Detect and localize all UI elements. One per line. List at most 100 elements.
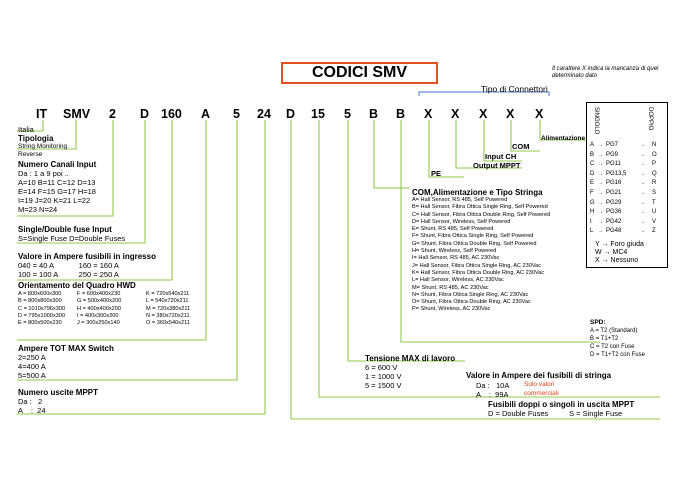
legend-pg-size: PG11 xyxy=(606,161,621,168)
orientamento-item: N = 380x720x211 xyxy=(146,312,190,319)
code-segment: 15 xyxy=(311,107,325,121)
com-item: L= Hall Sensor, Wireless, AC 230Vac xyxy=(412,277,504,284)
legend-col-singolo: SINGOLO xyxy=(593,107,599,135)
spd-title: SPD: xyxy=(590,319,606,326)
code-segment: D xyxy=(286,107,296,121)
code-segment: X xyxy=(424,107,433,121)
arrow-right-icon: → xyxy=(640,161,645,168)
arrow-right-icon: → xyxy=(598,161,603,168)
single-double-section: Single/Double fuse Input S=Single Fuse D… xyxy=(18,225,125,243)
com-item: I= Hall Sensor, RS 485, AC 230Vac xyxy=(412,255,500,262)
orientamento-item: G = 500x400x200 xyxy=(77,298,122,305)
legend-double-code: P xyxy=(652,161,657,168)
tensione-line: 5 = 1500 V xyxy=(365,381,402,390)
tipologia-section: Tipologia String Monitoring Reverse xyxy=(18,134,67,159)
arrow-right-icon: → xyxy=(640,228,645,235)
spd-item: D = T1+T2 con Fuse xyxy=(590,352,645,358)
orientamento-item: D = 795x1000x300 xyxy=(18,312,66,319)
legend-col-doppio: DOPPIO xyxy=(647,107,653,131)
legend-row: G→PG29→T xyxy=(590,199,666,209)
numero-uscite-title: Numero uscite MPPT xyxy=(18,388,99,397)
orientamento-item: L = 540x720x211 xyxy=(146,298,189,305)
numero-canali-line: E=14 F=15 G=17 H=18 xyxy=(18,187,96,196)
connector-type-label: Tipo di Connettori xyxy=(481,84,548,94)
page-title: CODICI SMV xyxy=(281,62,438,84)
legend-row: E→PG16→R xyxy=(590,179,666,189)
com-item: A= Hall Sensor, RS 485, Self Powered xyxy=(412,197,508,203)
legend-pg-size: PG9 xyxy=(606,151,619,158)
numero-canali-line: M=23 N=24 xyxy=(18,205,58,214)
arrow-right-icon: → xyxy=(598,180,603,187)
legend-single-code: A xyxy=(590,142,595,148)
ampere-tot-title: Ampere TOT MAX Switch xyxy=(18,344,114,353)
arrow-right-icon: → xyxy=(640,180,645,187)
legend-pg-size: PG21 xyxy=(606,189,622,196)
legend-pg-size: PG16 xyxy=(606,180,622,187)
legend-foot-item: W → MC4 xyxy=(595,249,628,256)
com-item: B= Hall Sensor, Fibra Ottica Single Ring… xyxy=(412,204,548,211)
arrow-right-icon: → xyxy=(640,218,645,225)
arrow-right-icon: → xyxy=(598,170,603,177)
legend-pg-size: PG29 xyxy=(606,199,622,206)
valore-ampere-line: 040 = 40 A 160 = 160 A xyxy=(18,261,119,270)
code-segment: B xyxy=(396,107,406,121)
orientamento-item: O = 360x540x211 xyxy=(146,320,190,327)
orientamento-item: I = 400x300x200 xyxy=(77,312,119,319)
com-section: COM,Alimentazione e Tipo Stringa A= Hall… xyxy=(412,188,550,314)
orientamento-item: F = 600x400x230 xyxy=(77,291,121,297)
orientamento-item: K = 720x540x211 xyxy=(146,291,190,297)
com-item: J= Hall Sensor, Fibra Ottica Single Ring… xyxy=(412,262,542,269)
orientamento-item: M = 720x380x211 xyxy=(146,305,191,312)
code-segment: IT xyxy=(36,107,48,121)
valore-ampere-section: Valore in Ampere fusibili in ingresso 04… xyxy=(18,252,156,279)
com-item: G= Shunt, Fibra Ottica Double Ring, Self… xyxy=(412,240,537,247)
legend-double-code: Z xyxy=(652,228,656,235)
arrow-right-icon: → xyxy=(640,199,645,206)
code-segment: B xyxy=(369,107,379,121)
arrow-right-icon: → xyxy=(598,142,603,148)
orientamento-item: A = 800x600x300 xyxy=(18,291,62,297)
fusibili-uscita-line: D = Double Fuses S = Single Fuse xyxy=(488,409,623,418)
legend-row: F→PG21→S xyxy=(590,189,666,199)
code-segment: 2 xyxy=(109,107,116,121)
numero-uscite-section: Numero uscite MPPT Da : 2 A : 24 xyxy=(18,388,98,415)
numero-canali-line: A=10 B=11 C=12 D=13 xyxy=(18,178,96,187)
legend-pg-size: PG42 xyxy=(606,218,622,225)
legend-row: B→PG9→O xyxy=(590,151,666,161)
label-input-ch: Input CH xyxy=(485,152,517,161)
com-item: D= Hall Sensor, Wireless, Self Powered xyxy=(412,218,511,225)
fusibili-uscita-title: Fusibili doppi o singoli in uscita MPPT xyxy=(488,400,635,409)
code-segment: X xyxy=(535,107,544,121)
spd-item: B = T1+T2 xyxy=(590,336,619,342)
legend-single-code: L xyxy=(590,228,594,235)
legend-single-code: E xyxy=(590,180,595,187)
orientamento-col: F = 600x400x230 G = 500x400x200 H = 400x… xyxy=(77,291,121,327)
legend-single-code: B xyxy=(590,151,595,158)
ampere-tot-line: 2=250 A xyxy=(18,353,46,362)
orientamento-item: C = 1010x796x300 xyxy=(18,305,66,312)
legend-note: Il carattere X indica la mancanza di que… xyxy=(552,66,659,79)
legend-double-code: N xyxy=(652,142,657,148)
ampere-tot-line: 5=500 A xyxy=(18,371,46,380)
legend-row: L→PG48→Z xyxy=(590,227,666,237)
com-item: M= Shunt, RS 485, AC 230Vac xyxy=(412,284,489,291)
legend-pg-size: PG7 xyxy=(606,142,619,148)
legend-double-code: R xyxy=(652,180,657,187)
legend-double-code: U xyxy=(652,209,657,216)
com-item: N= Shunt, Fibra Ottica Single Ring, AC 2… xyxy=(412,291,529,298)
legend-single-code: F xyxy=(590,189,594,196)
tensione-line: 1 = 1000 V xyxy=(365,372,402,381)
legend-double-code: Q xyxy=(652,170,657,177)
legend-single-code: I xyxy=(590,218,592,225)
legend-double-code: T xyxy=(652,199,656,206)
arrow-right-icon: → xyxy=(598,199,603,206)
tipologia-line: String Monitoring xyxy=(18,143,68,150)
arrow-right-icon: → xyxy=(598,151,603,158)
orientamento-item: E = 800x500x230 xyxy=(18,320,62,327)
orientamento-col: K = 720x540x211 L = 540x720x211 M = 720x… xyxy=(146,291,190,327)
com-item: K= Hall Sensor, Fibra Ottica Double Ring… xyxy=(412,269,545,276)
valore-uscita-title: Valore in Ampere dei fusibili di stringa xyxy=(466,371,612,380)
legend-pg-size: PG13,5 xyxy=(606,170,627,177)
